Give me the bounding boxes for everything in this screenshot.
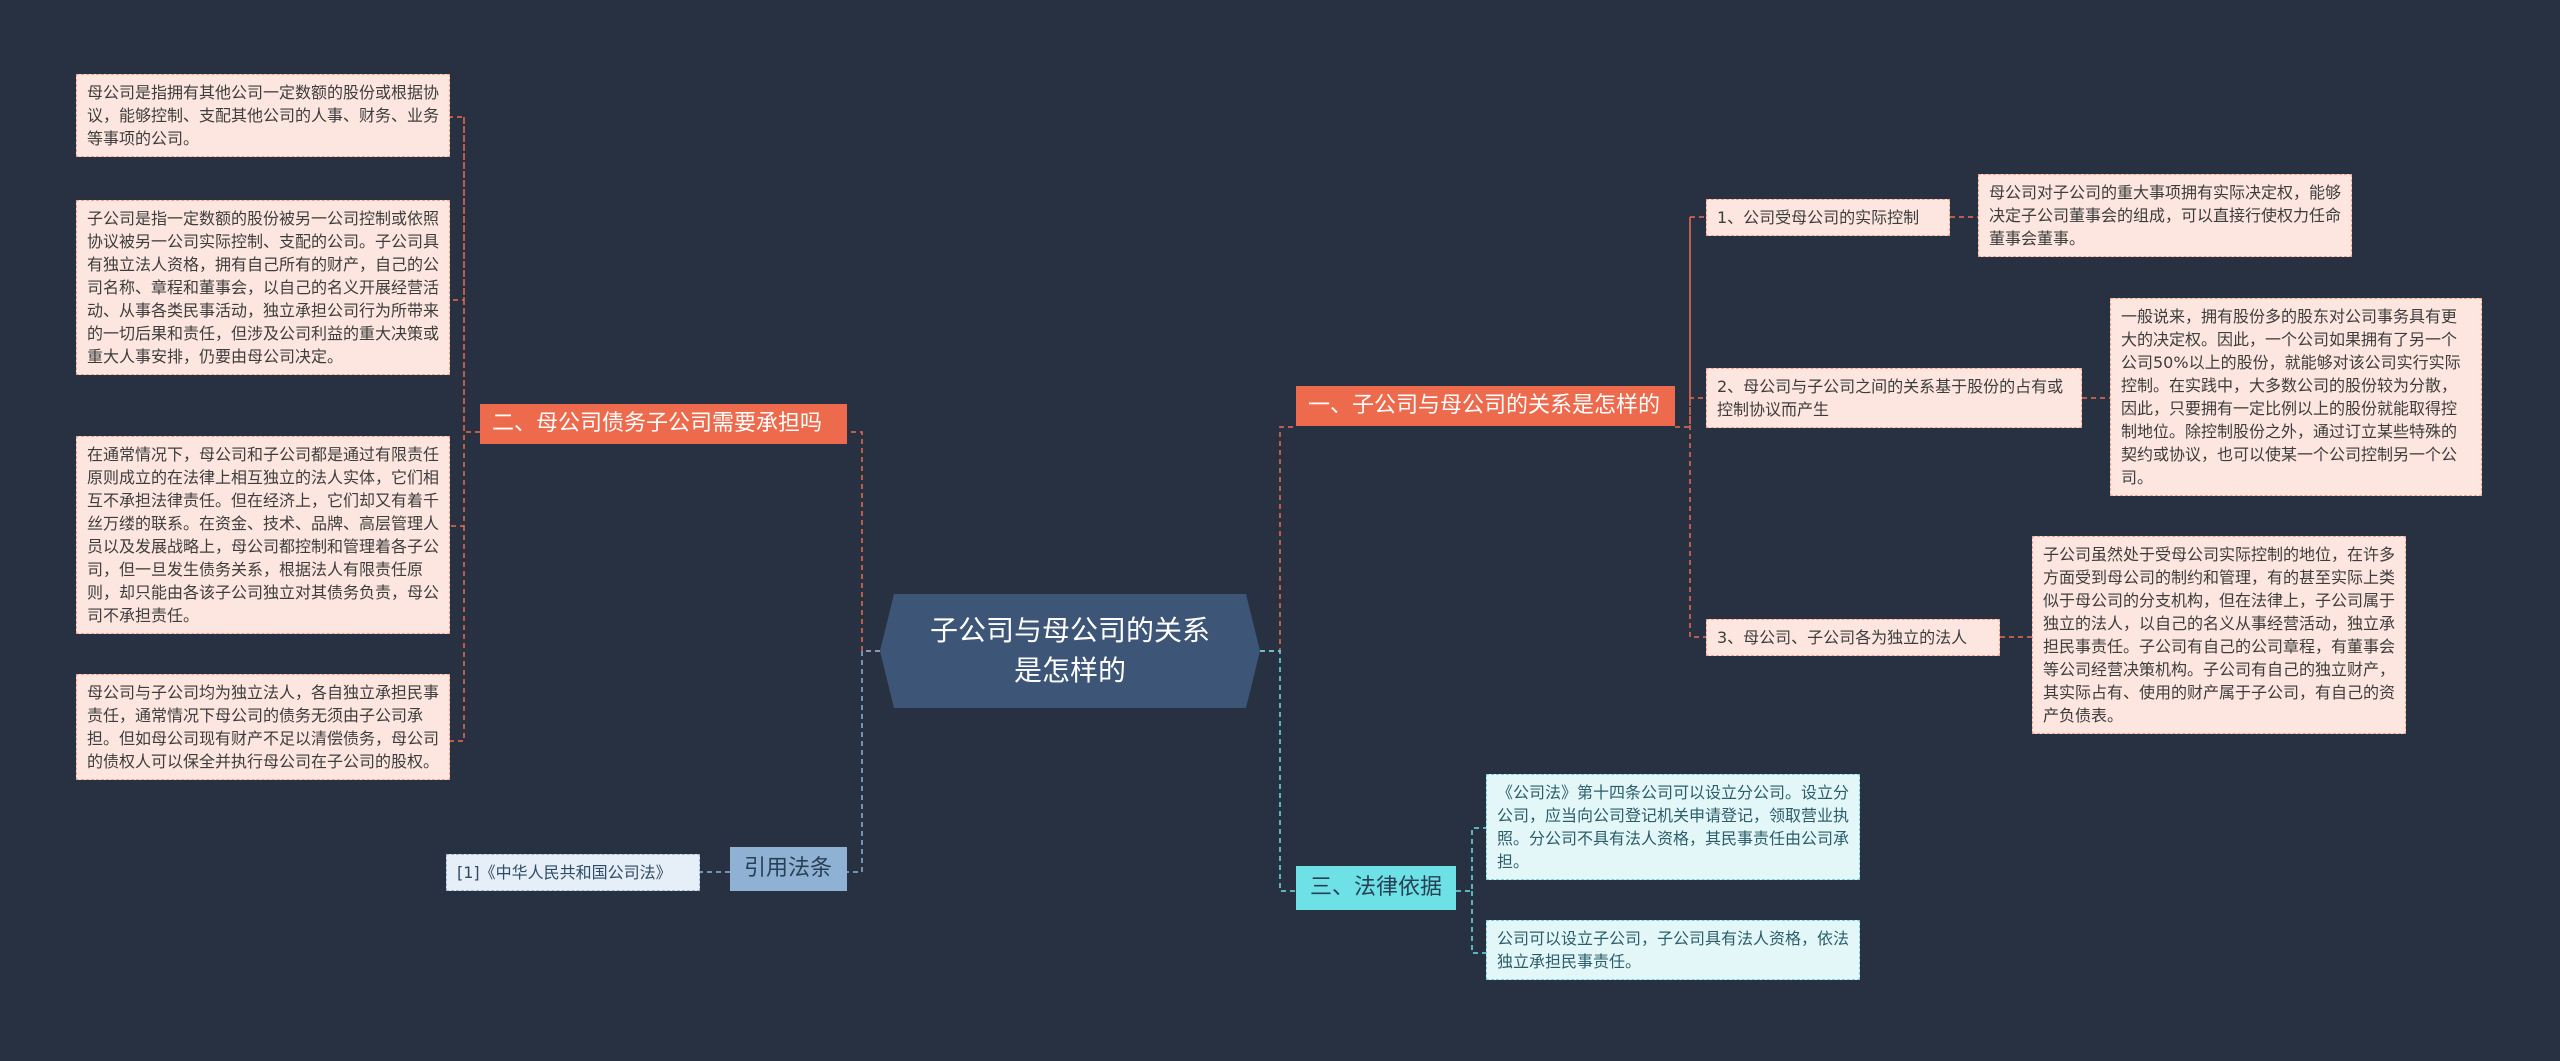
branch-law-label: 三、法律依据 <box>1310 875 1443 900</box>
link-center-citation <box>847 650 880 873</box>
relation-item-1-detail-text: 母公司对子公司的重大事项拥有实际决定权，能够决定子公司董事会的组成，可以直接行使… <box>1989 183 2342 248</box>
citation-note-1[interactable]: [1]《中华人民共和国公司法》 <box>446 854 700 891</box>
central-topic[interactable]: 子公司与母公司的关系是怎样的 <box>880 594 1260 708</box>
debt-note-4-text: 母公司与子公司均为独立法人，各自独立承担民事责任，通常情况下母公司的债务无须由子… <box>87 683 440 771</box>
link-center-relation <box>1260 426 1296 652</box>
relation-item-3-label: 3、母公司、子公司各为独立的法人 <box>1717 628 1968 647</box>
debt-note-3[interactable]: 在通常情况下，母公司和子公司都是通过有限责任原则成立的在法律上相互独立的法人实体… <box>76 436 450 634</box>
relation-item-2-detail-text: 一般说来，拥有股份多的股东对公司事务具有更大的决定权。因此，一个公司如果拥有了另… <box>2121 307 2461 487</box>
branch-relation[interactable]: 一、子公司与母公司的关系是怎样的 <box>1296 386 1675 426</box>
law-note-1-text: 《公司法》第十四条公司可以设立分公司。设立分公司，应当向公司登记机关申请登记，领… <box>1497 783 1850 871</box>
debt-note-3-text: 在通常情况下，母公司和子公司都是通过有限责任原则成立的在法律上相互独立的法人实体… <box>87 445 440 625</box>
branch-law[interactable]: 三、法律依据 <box>1296 866 1456 910</box>
law-note-1[interactable]: 《公司法》第十四条公司可以设立分公司。设立分公司，应当向公司登记机关申请登记，领… <box>1486 774 1860 880</box>
debt-note-2-text: 子公司是指一定数额的股份被另一公司控制或依照协议被另一公司实际控制、支配的公司。… <box>87 209 440 366</box>
link-center-debt <box>847 431 880 652</box>
relation-item-1-label: 1、公司受母公司的实际控制 <box>1717 208 1920 227</box>
relation-item-2-label: 2、母公司与子公司之间的关系基于股份的占有或控制协议而产生 <box>1717 377 2064 419</box>
relation-item-3-detail[interactable]: 子公司虽然处于受母公司实际控制的地位，在许多方面受到母公司的制约和管理，有的甚至… <box>2032 536 2406 734</box>
debt-note-4[interactable]: 母公司与子公司均为独立法人，各自独立承担民事责任，通常情况下母公司的债务无须由子… <box>76 674 450 780</box>
central-topic-label: 子公司与母公司的关系是怎样的 <box>929 614 1210 687</box>
branch-relation-label: 一、子公司与母公司的关系是怎样的 <box>1308 393 1661 418</box>
branch-citation[interactable]: 引用法条 <box>730 847 847 891</box>
relation-item-3[interactable]: 3、母公司、子公司各为独立的法人 <box>1706 619 2000 656</box>
link-relation-items <box>1675 216 1706 638</box>
relation-item-2[interactable]: 2、母公司与子公司之间的关系基于股份的占有或控制协议而产生 <box>1706 368 2082 428</box>
relation-item-1[interactable]: 1、公司受母公司的实际控制 <box>1706 199 1950 236</box>
debt-note-2[interactable]: 子公司是指一定数额的股份被另一公司控制或依照协议被另一公司实际控制、支配的公司。… <box>76 200 450 375</box>
link-center-law <box>1260 650 1296 892</box>
relation-item-1-detail[interactable]: 母公司对子公司的重大事项拥有实际决定权，能够决定子公司董事会的组成，可以直接行使… <box>1978 174 2352 257</box>
relation-item-3-detail-text: 子公司虽然处于受母公司实际控制的地位，在许多方面受到母公司的制约和管理，有的甚至… <box>2043 545 2396 725</box>
link-law-notes <box>1456 827 1486 954</box>
debt-note-1-text: 母公司是指拥有其他公司一定数额的股份或根据协议，能够控制、支配其他公司的人事、财… <box>87 83 440 148</box>
law-note-2[interactable]: 公司可以设立子公司，子公司具有法人资格，依法独立承担民事责任。 <box>1486 920 1860 980</box>
link-debt-notes <box>450 116 480 742</box>
relation-item-2-detail[interactable]: 一般说来，拥有股份多的股东对公司事务具有更大的决定权。因此，一个公司如果拥有了另… <box>2110 298 2482 496</box>
law-note-2-text: 公司可以设立子公司，子公司具有法人资格，依法独立承担民事责任。 <box>1497 929 1850 971</box>
debt-note-1[interactable]: 母公司是指拥有其他公司一定数额的股份或根据协议，能够控制、支配其他公司的人事、财… <box>76 74 450 157</box>
citation-note-1-text: [1]《中华人民共和国公司法》 <box>457 863 672 882</box>
branch-debt[interactable]: 二、母公司债务子公司需要承担吗 <box>480 404 847 444</box>
branch-citation-label: 引用法条 <box>744 856 833 881</box>
branch-debt-label: 二、母公司债务子公司需要承担吗 <box>492 411 823 436</box>
